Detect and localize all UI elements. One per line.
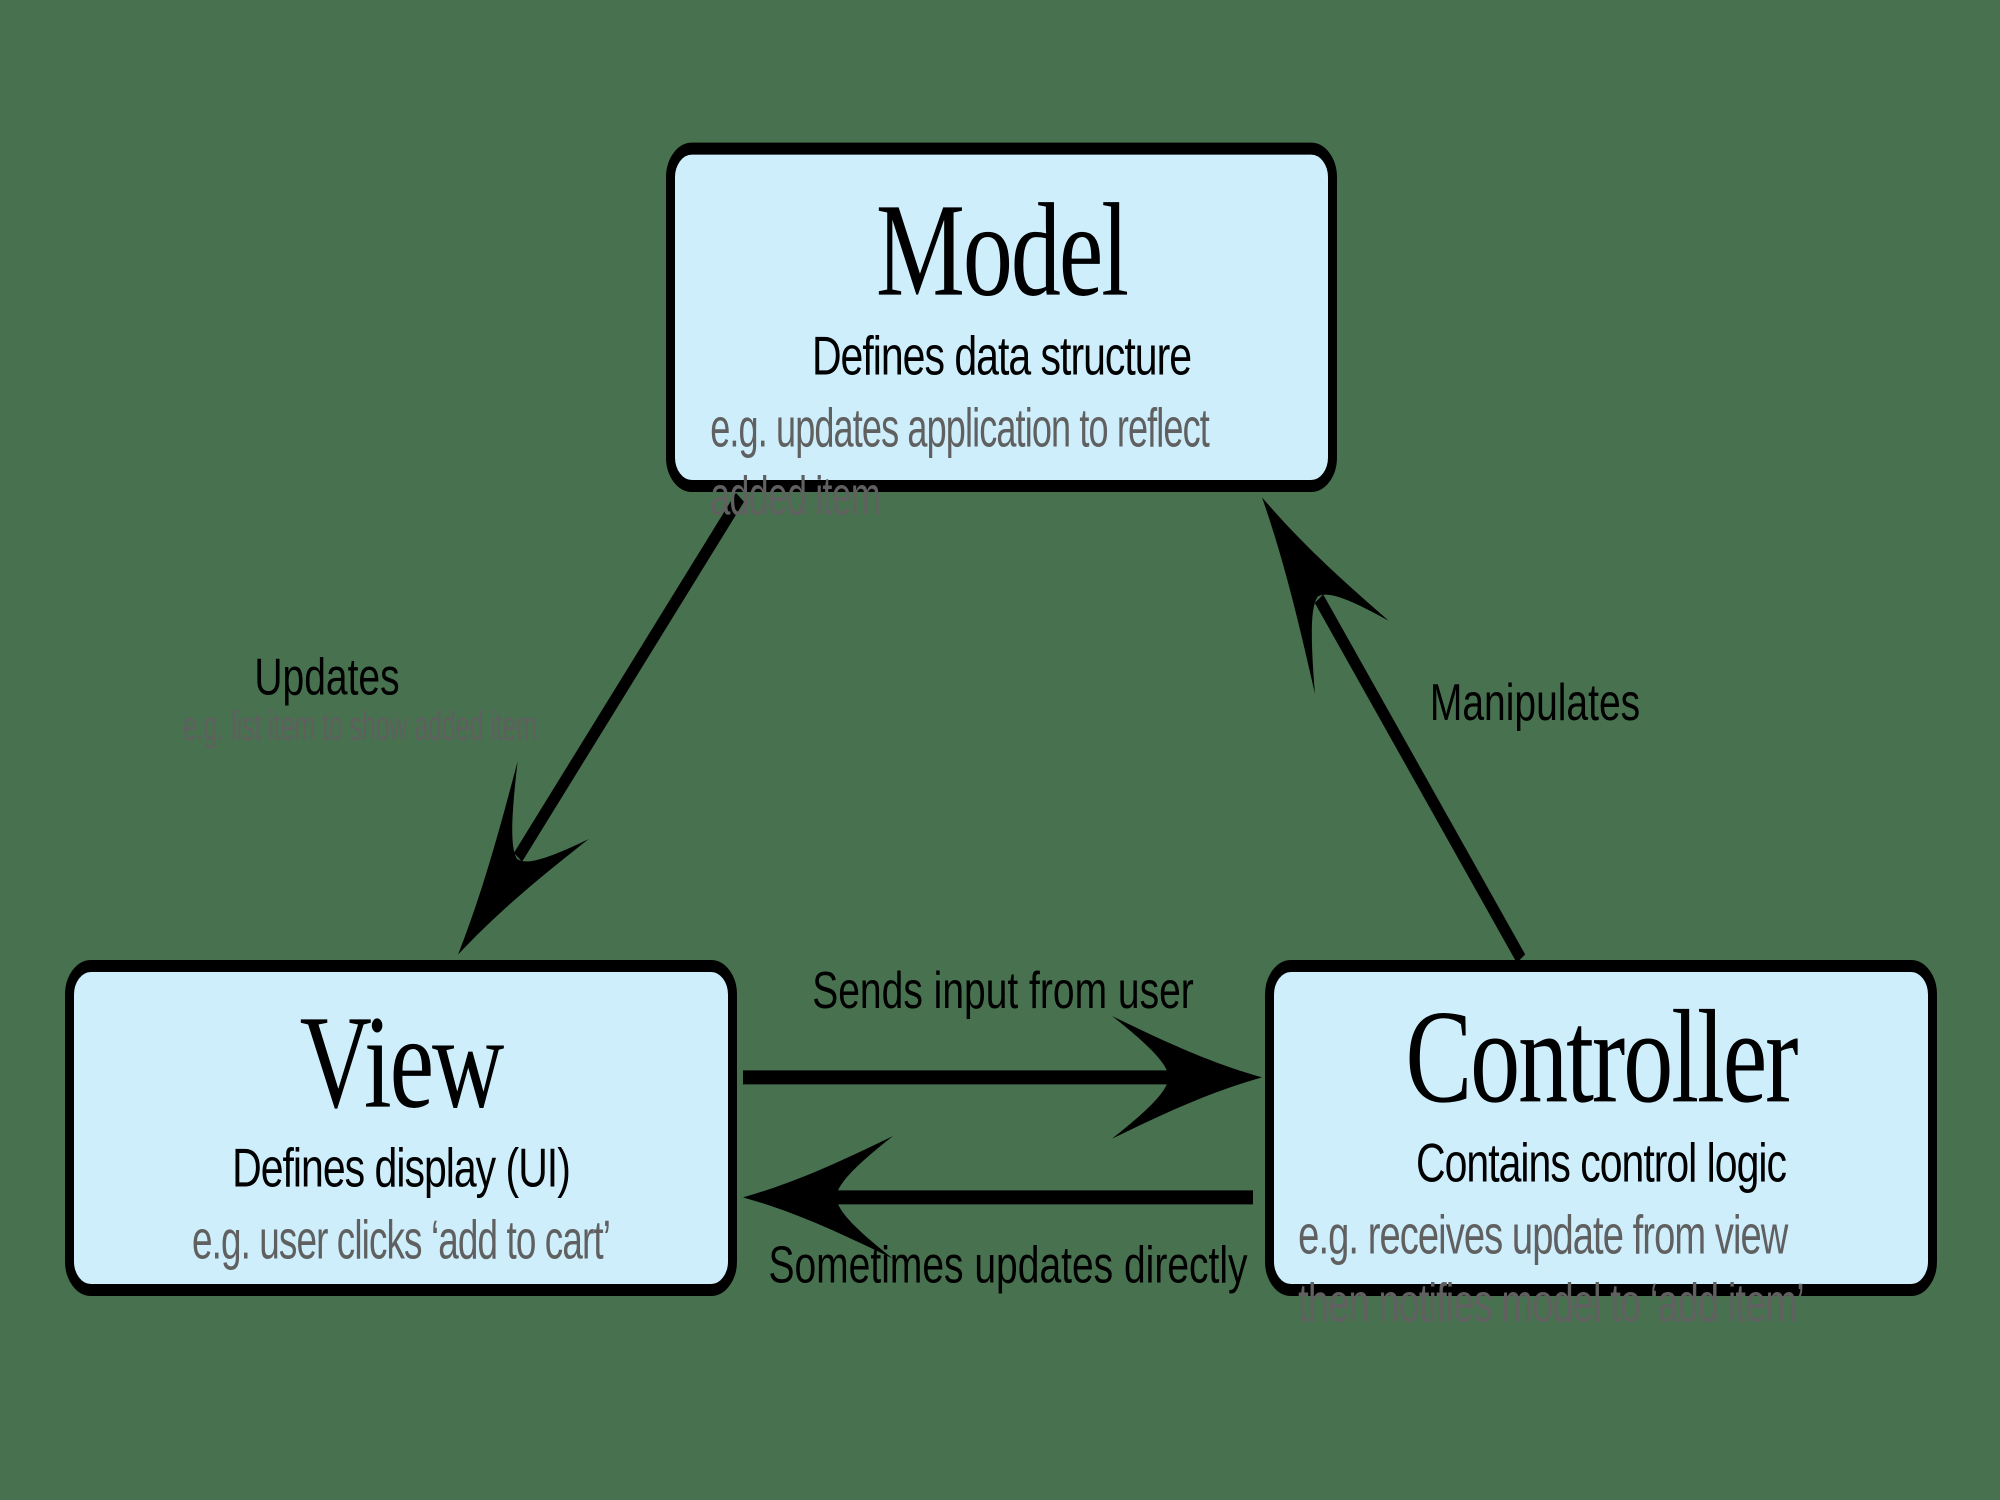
model-title: Model	[875, 175, 1129, 324]
view-box: View Defines display (UI) e.g. user clic…	[65, 959, 737, 1296]
updates-label: Updates	[254, 649, 400, 707]
controller-example-line: e.g. receives update from view	[1298, 1203, 1788, 1266]
arrow-controller-to-model	[1262, 497, 1526, 963]
view-example: e.g. user clicks ‘add to cart’	[107, 1207, 696, 1275]
controller-subtitle: Contains control logic	[1416, 1131, 1787, 1194]
controller-box: Controller Contains control logic e.g. r…	[1265, 959, 1937, 1333]
controller-example-line: then notifies model to ‘add item’	[1298, 1271, 1804, 1334]
model-example-line: added item	[710, 465, 881, 527]
view-example-line: e.g. user clicks ‘add to cart’	[191, 1209, 611, 1271]
view-title: View	[299, 987, 505, 1136]
manipulates-label: Manipulates	[1429, 674, 1641, 732]
model-example-line: e.g. updates application to reflect	[710, 397, 1210, 459]
sometimes-updates-label: Sometimes updates directly	[768, 1237, 1248, 1295]
model-box: Model Defines data structure e.g. update…	[666, 142, 1337, 526]
sends-input-label: Sends input from user	[812, 962, 1194, 1020]
view-subtitle: Defines display (UI)	[232, 1137, 571, 1199]
controller-title: Controller	[1405, 982, 1798, 1131]
controller-example: e.g. receives update from view then noti…	[1274, 1201, 1882, 1337]
arrow-model-to-view	[458, 492, 745, 955]
model-subtitle: Defines data structure	[811, 325, 1192, 387]
arrow-controller-to-view	[743, 1135, 1253, 1259]
arrow-view-to-controller	[743, 1015, 1262, 1139]
model-example: e.g. updates application to reflect adde…	[675, 395, 1250, 531]
updates-example-label: e.g. list item to show added item	[182, 702, 538, 750]
